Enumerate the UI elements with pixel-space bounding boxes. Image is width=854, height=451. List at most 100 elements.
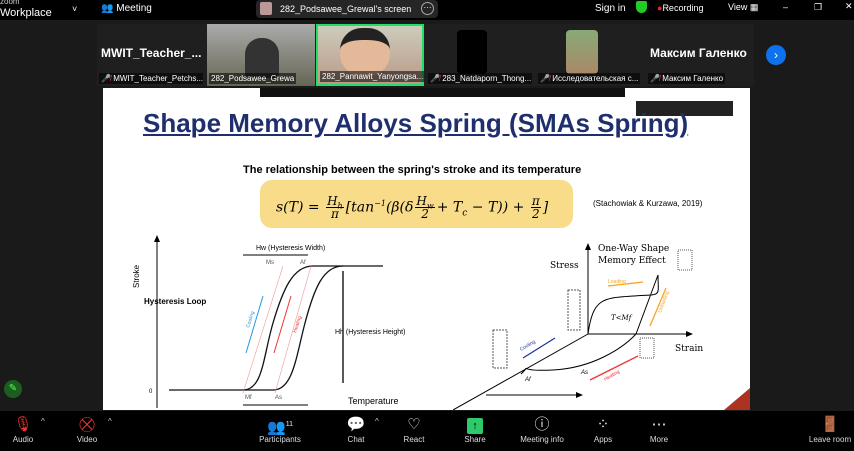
audio-button[interactable]: 🎙 Audio	[8, 415, 38, 444]
af-label: Af	[524, 377, 532, 383]
ms-label: Ms	[266, 260, 274, 266]
video-label: Video	[76, 435, 98, 444]
mic-muted-icon: 🎤̸	[101, 74, 111, 83]
participant-label: Исследовательская с...	[552, 74, 639, 83]
spring-icons	[492, 249, 693, 369]
participant-label: Максим Галенко	[662, 74, 724, 83]
avatar	[457, 30, 487, 74]
leave-room-button[interactable]: 🚪 Leave room	[806, 415, 854, 444]
recording-status[interactable]: ●Recording	[657, 3, 703, 13]
view-label: View	[728, 2, 748, 12]
react-button[interactable]: ♡React	[400, 415, 428, 444]
presenter-avatar	[260, 2, 272, 15]
more-icon: ⋯	[651, 416, 667, 433]
mic-muted-icon: 🎙	[13, 416, 33, 433]
citation: (Stachowiak & Kurzawa, 2019)	[593, 199, 703, 208]
app-title: zoom	[0, 0, 20, 6]
slide-overlay-box	[636, 101, 733, 116]
diagram-title: One-Way Shape	[598, 244, 669, 254]
cooling-curve	[169, 265, 383, 391]
chat-button[interactable]: 💬 Chat	[342, 415, 370, 444]
video-options-caret[interactable]: ^	[108, 417, 112, 426]
meeting-info-label: Meeting info	[520, 435, 564, 444]
slide-subtitle: The relationship between the spring's st…	[243, 164, 582, 176]
share-label: Share	[464, 435, 486, 444]
video-person	[245, 38, 279, 78]
slide-overlay-bar	[260, 88, 625, 97]
more-icon[interactable]: ···	[421, 2, 434, 15]
close-icon[interactable]: ✕	[845, 1, 853, 11]
react-label: React	[403, 435, 425, 444]
annotate-pencil-icon[interactable]: ✎	[4, 380, 22, 398]
chat-icon: 💬	[346, 416, 366, 433]
participant-tile[interactable]: 🎤̸ Исследовательская с...	[536, 24, 644, 86]
apps-icon: ⁘	[596, 416, 610, 433]
video-person	[340, 28, 390, 76]
screen-share-pill[interactable]: 282_Podsawee_Grewal's screen···	[256, 0, 438, 18]
participant-tile[interactable]: 🎤̸ 283_Natdaporn_Thong...	[426, 24, 534, 86]
af-label: Af	[300, 260, 306, 266]
participant-tile-active[interactable]: 282_Pannawit_Yanyongsa...	[316, 24, 424, 86]
video-button[interactable]: ⛒ Video	[72, 415, 102, 444]
more-button[interactable]: ⋯More	[646, 415, 672, 444]
leave-door-icon: 🚪	[820, 416, 840, 433]
participants-label: Participants	[259, 435, 301, 444]
participant-tile[interactable]: MWIT_Teacher_... 🎤̸ MWIT_Teacher_Petchs.…	[97, 24, 205, 86]
cooling-arrow	[245, 295, 264, 354]
participant-strip: MWIT_Teacher_... 🎤̸ MWIT_Teacher_Petchs.…	[97, 24, 754, 86]
leave-label: Leave room	[808, 435, 852, 444]
minimize-icon[interactable]: –	[783, 2, 789, 12]
record-dot-icon: ●	[657, 3, 663, 13]
audio-label: Audio	[12, 435, 34, 444]
as-label: As	[275, 395, 282, 401]
chat-options-caret[interactable]: ^	[375, 417, 379, 426]
recording-label: Recording	[662, 3, 704, 13]
participants-icon: 👥	[267, 419, 286, 436]
participant-tile[interactable]: 282_Podsawee_Grewa	[207, 24, 315, 86]
view-button[interactable]: View ▦	[728, 2, 759, 12]
as-label: As	[580, 370, 588, 376]
share-button[interactable]: ↑Share	[461, 415, 489, 444]
stress-label: Stress	[550, 261, 579, 271]
heating-label: Heating	[292, 315, 303, 333]
mic-muted-icon: 🎤̸	[430, 74, 440, 83]
participant-label: 283_Natdaporn_Thong...	[442, 74, 532, 83]
audio-options-caret[interactable]: ^	[41, 417, 45, 426]
hh-label: Hh (Hysteresis Height)	[335, 329, 405, 336]
shield-icon[interactable]	[636, 1, 647, 13]
participant-name-large: MWIT_Teacher_...	[101, 46, 202, 60]
heating-label: Heating	[603, 369, 621, 383]
y-axis-arrow	[154, 235, 160, 242]
cooling-label: Cooling	[245, 310, 256, 328]
share-arrow-icon: ↑	[467, 418, 483, 434]
meeting-menu[interactable]: 👥 Meeting	[101, 3, 152, 14]
sign-in-link[interactable]: Sign in	[595, 3, 626, 14]
chevron-down-icon[interactable]: ˅	[72, 4, 78, 14]
unloading-label: Unloading	[657, 290, 670, 313]
chat-label: Chat	[347, 435, 365, 444]
shared-slide: Shape Memory Alloys Spring (SMAs Spring)…	[103, 88, 750, 410]
loading-label: Loading	[608, 279, 626, 285]
participant-label: 282_Podsawee_Grewa	[211, 74, 295, 83]
maximize-icon[interactable]: ❐	[814, 2, 823, 12]
app-subtitle: Workplace	[0, 7, 52, 19]
diagram-title-2: Memory Effect	[598, 256, 666, 266]
apps-button[interactable]: ⁘ Apps	[590, 415, 616, 444]
meeting-label: Meeting	[116, 3, 152, 14]
participant-tile[interactable]: Максим Галенко 🎤̸ Максим Галенко	[646, 24, 754, 86]
zero-label: 0	[149, 389, 153, 395]
info-icon: ⓘ	[534, 416, 550, 433]
participant-name-large: Максим Галенко	[650, 46, 747, 60]
strain-label: Strain	[675, 344, 703, 354]
next-page-button[interactable]: ›	[766, 45, 786, 65]
x-axis-label: Temperature	[348, 396, 399, 406]
apps-label: Apps	[593, 435, 613, 444]
video-off-icon: ⛒	[79, 416, 95, 433]
mic-muted-icon: 🎤̸	[650, 74, 660, 83]
slide-title: Shape Memory Alloys Spring (SMAs Spring)	[143, 108, 689, 138]
slide-corner-decoration	[724, 388, 750, 410]
loop-label: Hysteresis Loop	[144, 297, 206, 306]
